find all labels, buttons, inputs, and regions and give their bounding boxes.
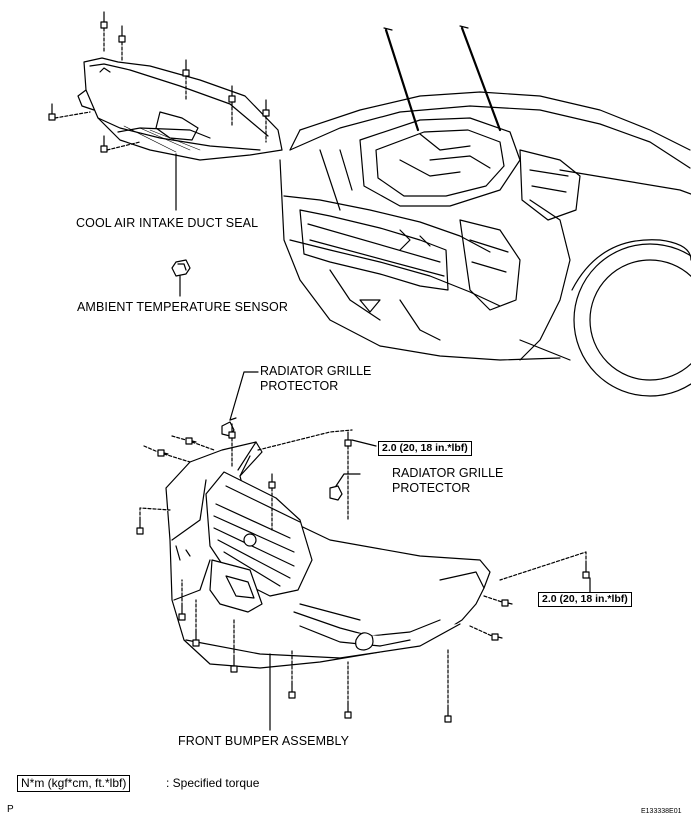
bumper-top-dashed-leader <box>257 429 353 451</box>
bolt-icon <box>344 661 352 719</box>
front-bumper-assembly-part <box>165 441 491 669</box>
torque-spec-right: 2.0 (20, 18 in.*lbf) <box>538 592 632 607</box>
front-bumper-assembly-label: FRONT BUMPER ASSEMBLY <box>178 734 350 748</box>
bolt-icon <box>230 619 238 673</box>
page-letter: P <box>7 804 14 815</box>
bolt-icon <box>344 431 352 521</box>
torque-spec-upper: 2.0 (20, 18 in.*lbf) <box>378 441 472 456</box>
torque-legend-unit-box: N*m (kgf*cm, ft.*lbf) <box>17 775 131 792</box>
ambient-temperature-sensor-part <box>171 259 191 277</box>
bolt-icon <box>228 423 236 467</box>
torque-upper-leader <box>351 439 377 447</box>
ambient-temperature-sensor-label: AMBIENT TEMPERATURE SENSOR <box>77 300 288 314</box>
radiator-grille-protector-2-label-line2: PROTECTOR <box>392 481 471 495</box>
bolt-icon <box>228 85 236 127</box>
bolt-icon <box>171 435 215 451</box>
grille-protector-2-clip <box>329 485 343 501</box>
bolt-icon <box>118 25 126 61</box>
radiator-grille-protector-1-label-line1: RADIATOR GRILLE <box>260 364 372 378</box>
bolt-icon <box>499 551 590 581</box>
bolt-icon <box>262 99 270 143</box>
bolt-icon <box>143 445 191 463</box>
vehicle-front-engine-bay <box>279 25 691 397</box>
bumper-bolts <box>136 423 590 723</box>
torque-legend-description: : Specified torque <box>166 776 260 790</box>
duct-seal-bolts <box>48 11 270 153</box>
bolt-icon <box>136 507 171 535</box>
bolt-icon <box>48 103 91 121</box>
bolt-icon <box>178 579 186 621</box>
grille-protector-2-leader <box>335 473 361 487</box>
bolt-icon <box>288 649 296 699</box>
radiator-grille-protector-1-label-line2: PROTECTOR <box>260 379 339 393</box>
bolt-icon <box>483 595 513 607</box>
bolt-icon <box>444 649 452 723</box>
grille-protector-1-leader <box>229 371 259 421</box>
figure-code: E133338E01 <box>641 808 682 815</box>
bolt-icon <box>469 625 503 641</box>
bolt-icon <box>268 473 276 531</box>
cool-air-intake-duct-seal-label: COOL AIR INTAKE DUCT SEAL <box>76 216 259 230</box>
radiator-grille-protector-2-label-line1: RADIATOR GRILLE <box>392 466 504 480</box>
bolt-icon <box>100 11 108 53</box>
bolt-icon <box>192 599 200 647</box>
bolt-icon <box>182 59 190 101</box>
bolt-icon <box>100 135 141 153</box>
cool-air-intake-duct-seal-part <box>77 57 283 161</box>
